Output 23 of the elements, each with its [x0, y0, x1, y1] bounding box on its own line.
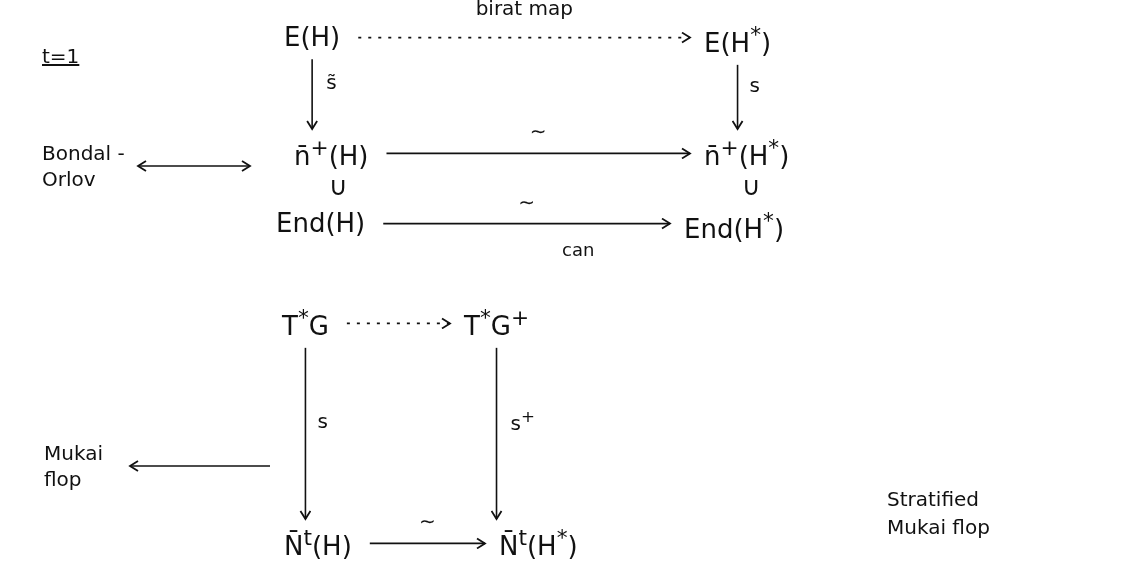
math-object: T$^{*}$G$^{+}$	[460, 305, 534, 342]
math-object: n̄$^{+}$(H$^{*}$)	[700, 135, 794, 172]
arrow	[385, 147, 691, 160]
arrow	[731, 64, 744, 130]
arrow	[306, 58, 319, 130]
math-object: N̄$^{t}$(H$^{*}$)	[495, 525, 582, 562]
math-object: E(H$^{*}$)	[700, 22, 776, 59]
arrow	[137, 160, 251, 172]
math-object: End(H$^{*}$)	[680, 208, 789, 245]
math-object: N̄$^{t}$(H)	[280, 525, 356, 562]
arrow	[369, 537, 486, 550]
side-note: Mukai flop	[40, 440, 128, 492]
arrow	[346, 317, 451, 330]
math-object: T$^{*}$G	[278, 305, 333, 342]
arrow	[299, 347, 312, 520]
math-object: n̄$^{+}$(H)	[290, 135, 373, 172]
arrow	[357, 31, 691, 44]
math-object: End(H)	[272, 208, 370, 240]
arrow	[382, 217, 671, 230]
arrow	[490, 347, 503, 520]
arrow	[129, 460, 271, 472]
side-note: Bondal -Orlov	[38, 140, 136, 192]
math-object: E(H)	[280, 22, 345, 54]
